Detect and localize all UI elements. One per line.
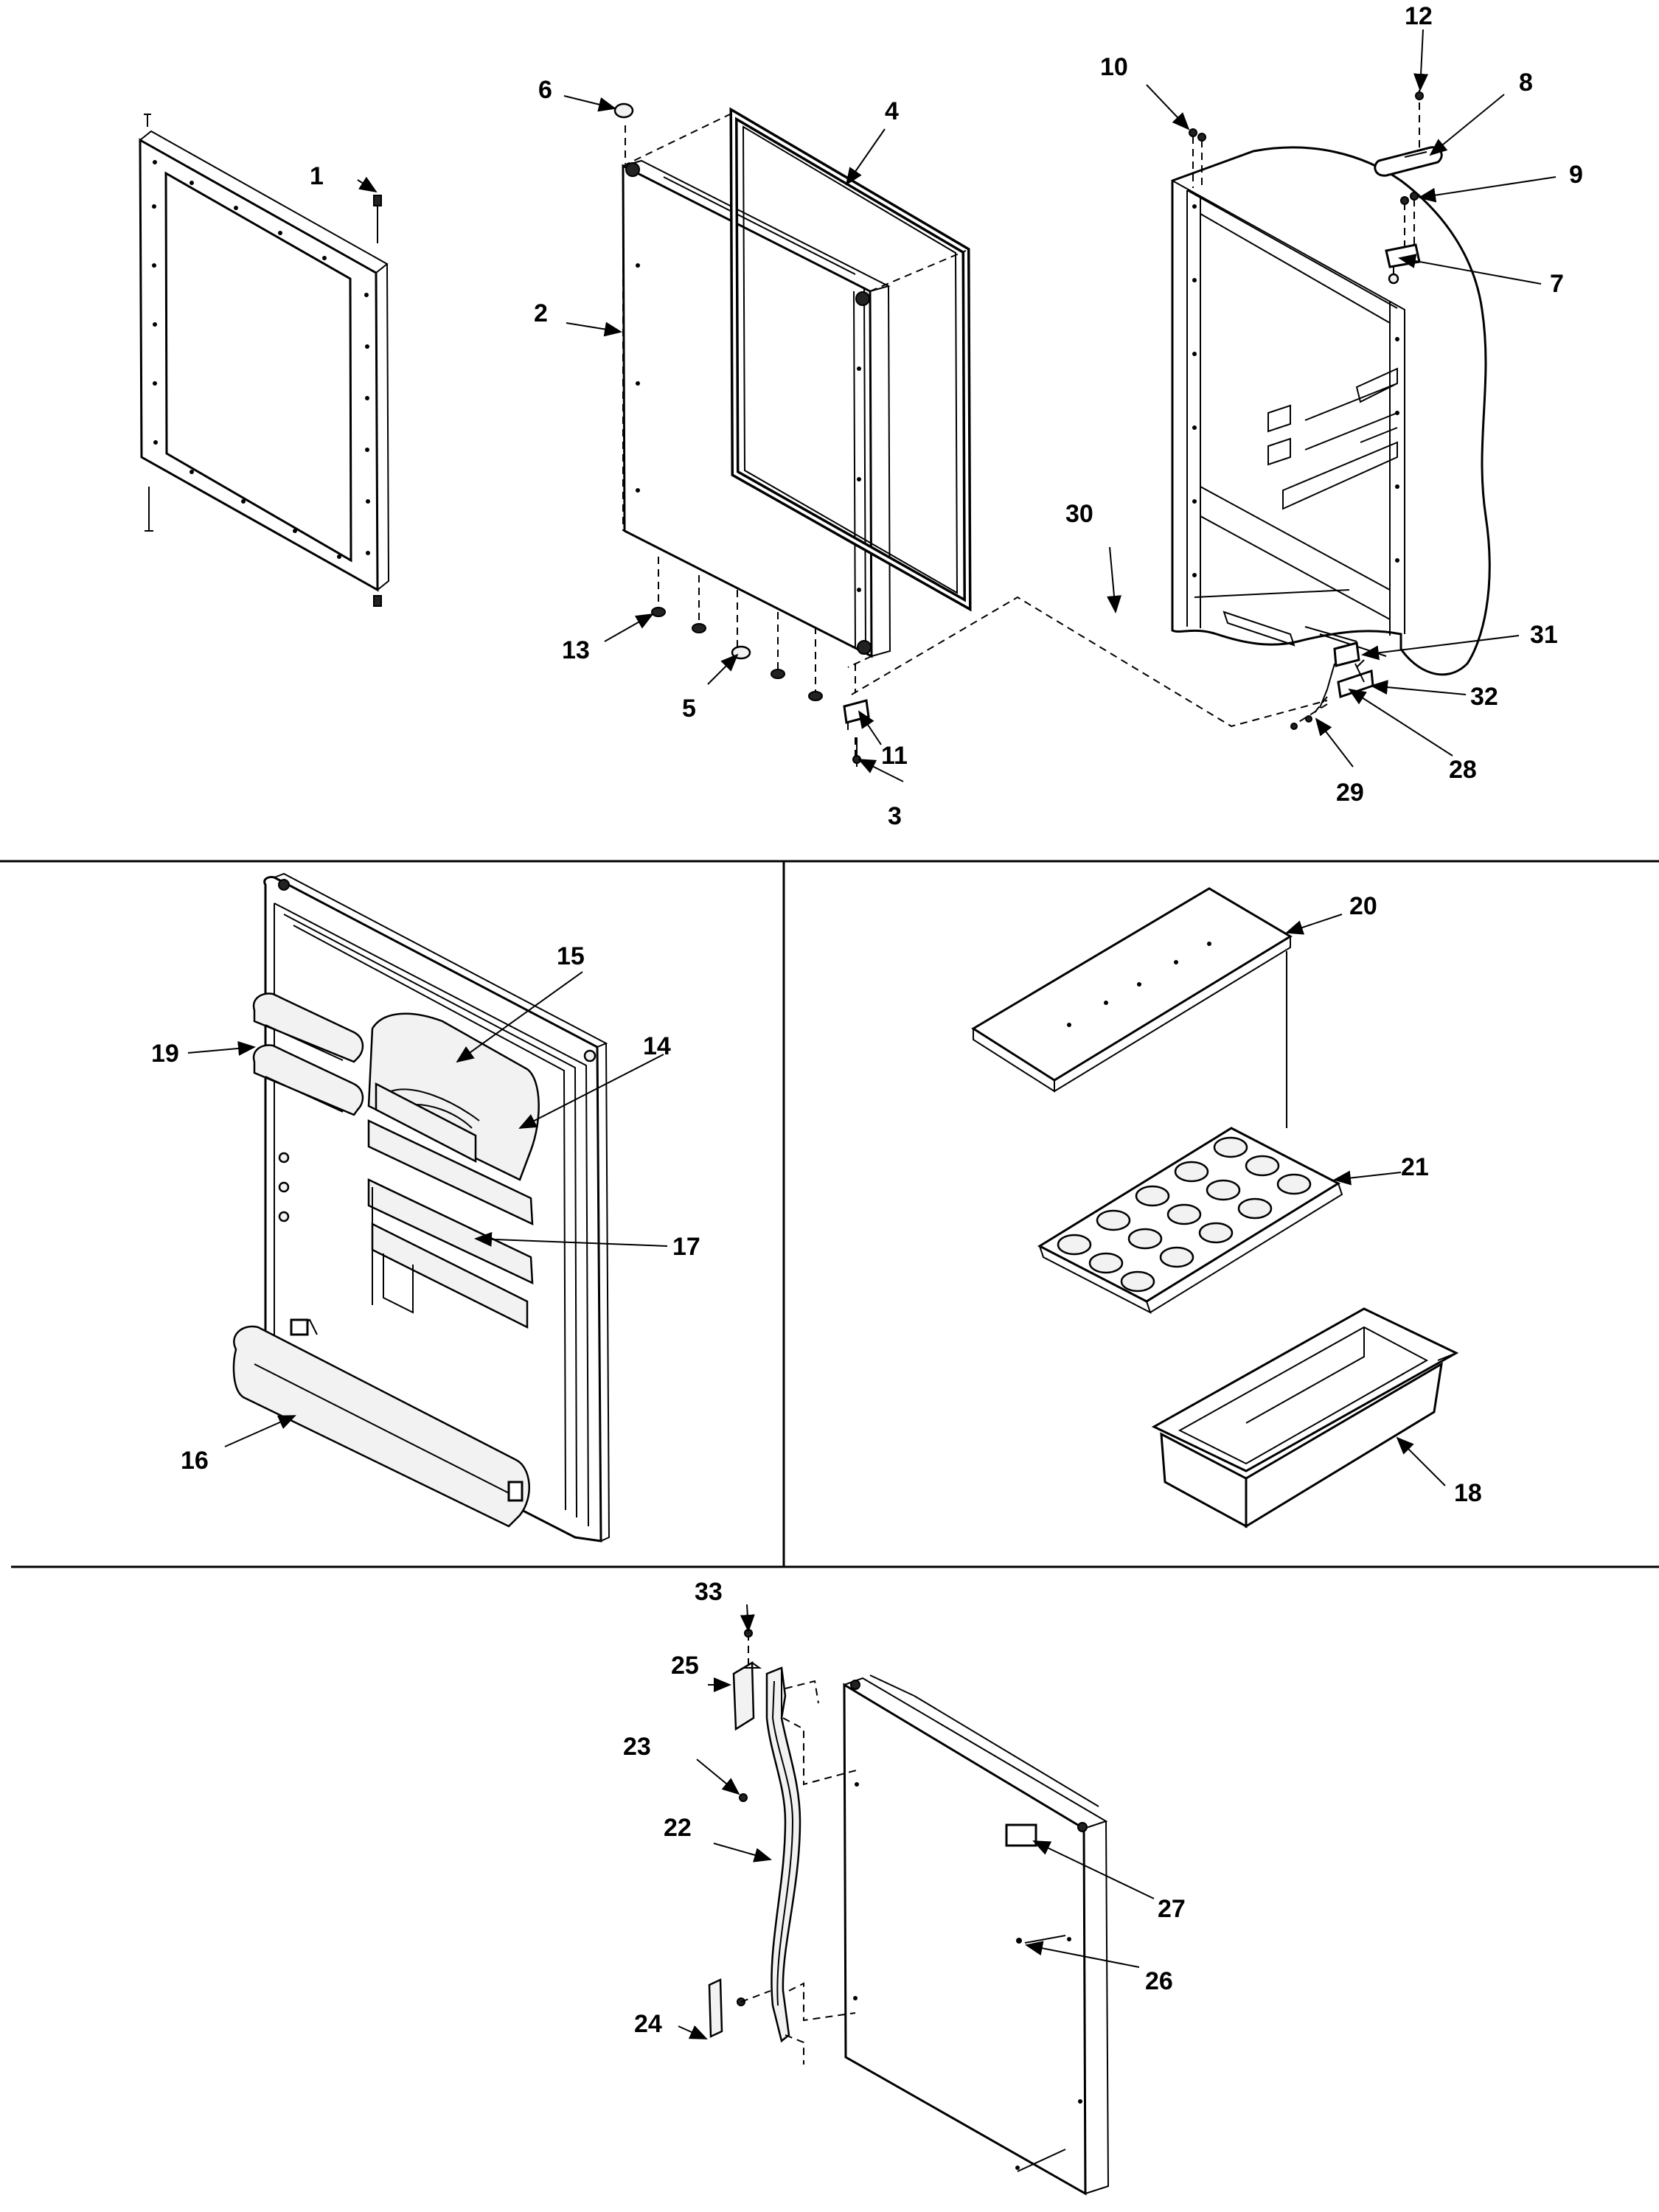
glass-shelf: [971, 887, 1293, 1093]
callout-20: 20: [1349, 892, 1377, 920]
callout-24: 24: [634, 2010, 662, 2038]
callout-6: 6: [538, 76, 552, 104]
callout-12: 12: [1405, 2, 1433, 30]
callout-14: 14: [643, 1032, 671, 1060]
callout-13: 13: [562, 636, 590, 664]
storage-bin: [1151, 1307, 1459, 1528]
callout-3: 3: [888, 802, 902, 830]
callout-2: 2: [534, 299, 548, 327]
callout-21: 21: [1401, 1153, 1429, 1181]
callout-7: 7: [1550, 270, 1564, 298]
door-panel: [622, 159, 891, 658]
callout-1: 1: [310, 162, 324, 190]
callout-18: 18: [1454, 1479, 1482, 1507]
door-frame: [139, 114, 390, 607]
callout-19: 19: [151, 1040, 179, 1068]
callout-31: 31: [1530, 621, 1558, 649]
callout-17: 17: [672, 1233, 700, 1261]
outer-door: [843, 1674, 1110, 2196]
callout-26: 26: [1145, 1967, 1173, 1995]
callout-15: 15: [557, 942, 585, 970]
section-dividers: [0, 860, 1659, 1568]
callout-23: 23: [623, 1733, 651, 1761]
door-handle: [708, 1629, 860, 2065]
door-interior: [232, 872, 611, 1543]
callout-25: 25: [671, 1652, 699, 1680]
callout-16: 16: [181, 1447, 209, 1475]
callout-8: 8: [1519, 69, 1533, 97]
callout-labels: 1 2 3 4 5 6 7 8 9 10 11 12 13 14 15 16 1…: [151, 2, 1583, 2038]
callout-4: 4: [885, 97, 899, 125]
callout-11: 11: [881, 742, 908, 770]
callout-32: 32: [1470, 683, 1498, 711]
door-dashed-guides: [622, 114, 1328, 756]
callout-29: 29: [1336, 779, 1364, 807]
callout-30: 30: [1065, 500, 1093, 528]
callout-27: 27: [1158, 1895, 1186, 1923]
callout-10: 10: [1100, 53, 1128, 81]
egg-tray: [1037, 951, 1343, 1315]
callout-5: 5: [682, 695, 696, 723]
leader-lines: [187, 29, 1557, 2039]
callout-33: 33: [695, 1578, 723, 1606]
callout-28: 28: [1449, 756, 1477, 784]
callout-9: 9: [1569, 161, 1583, 189]
door-gasket: [729, 107, 972, 612]
callout-22: 22: [664, 1814, 692, 1842]
cabinet: [1171, 146, 1491, 676]
